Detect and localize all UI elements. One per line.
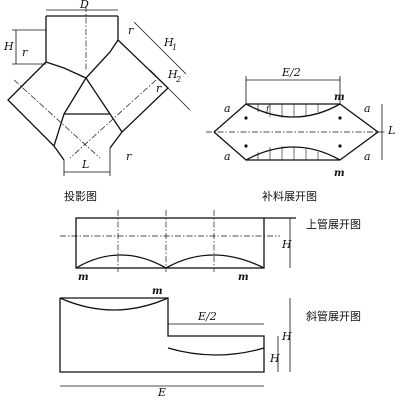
patch-point [338,116,342,120]
upper-pipe-rect [75,217,265,269]
patch-hatch [257,104,319,160]
label-m-bottom: m [334,168,345,179]
label-H1-2: H [281,330,292,343]
label-upper-H: H [281,238,292,251]
label-E-half-top: E/2 [281,66,301,79]
inclined-pipe-lower-curve [167,347,265,356]
left-branch-outline [7,61,55,147]
caption-upper-pipe: 上管展开图 [306,217,361,231]
caption-inclined-pipe: 斜管展开图 [306,309,361,323]
patch-lower-arc [245,146,341,161]
label-D: D [79,0,89,11]
patch-point [244,116,248,120]
label-H1-sub: 1 [172,43,177,52]
label-patch-L: L [387,124,395,137]
upper-pipe-development: H m m 上管展开图 [60,210,361,283]
bottom-right-stub [109,131,123,149]
patch-development: E/2 a a a a m m f [206,66,395,203]
inclined-pipe-development: E/2 H H E m 斜管展开图 [59,286,361,399]
label-r-right: r [156,82,162,95]
label-inclined-m: m [152,286,163,297]
bottom-left-stub [53,145,65,161]
right-branch-inner [85,77,111,115]
label-a-bl: a [224,150,231,163]
label-a-br: a [364,150,371,163]
label-upper-m2: m [238,272,249,283]
label-r-left: r [22,46,28,59]
caption-projection: 投影图 [64,189,97,203]
label-upper-m: m [78,272,89,283]
left-branch-inner [63,77,87,115]
label-H: H [3,40,14,53]
right-diagonal-centerline [69,79,157,159]
label-r-top: r [128,24,134,37]
upper-pipe-bottom-curve-left [45,61,87,79]
left-diagonal-centerline [13,79,101,159]
label-m-top: m [334,92,345,103]
label-H2-2: H [269,352,280,365]
patch-upper-arc [245,103,341,118]
label-H2: H [167,68,178,81]
caption-patch-development: 补料展开图 [262,189,317,203]
label-a-tr: a [364,102,371,115]
label-E-half-2: E/2 [197,310,217,323]
inclined-pipe-upper-curve [59,297,169,311]
upper-pipe-cut-curve [75,254,265,269]
label-E: E [157,386,166,399]
label-H1: H [163,36,174,49]
label-r-bottom: r [126,150,132,163]
projection-view: D H r H 1 r H 2 r L r 投影图 [3,0,191,203]
inclined-pipe-outline [59,297,265,373]
dim-H1-line [133,21,187,75]
label-f0: f [265,105,271,114]
upper-pipe-bottom-curve-right [85,39,119,79]
label-a-tl: a [224,102,231,115]
label-H2-sub: 2 [175,75,181,84]
patch-point [338,144,342,148]
label-L: L [81,158,89,171]
bottom-transition [53,113,123,147]
dim-H2-line [149,69,191,111]
patch-point [244,144,248,148]
